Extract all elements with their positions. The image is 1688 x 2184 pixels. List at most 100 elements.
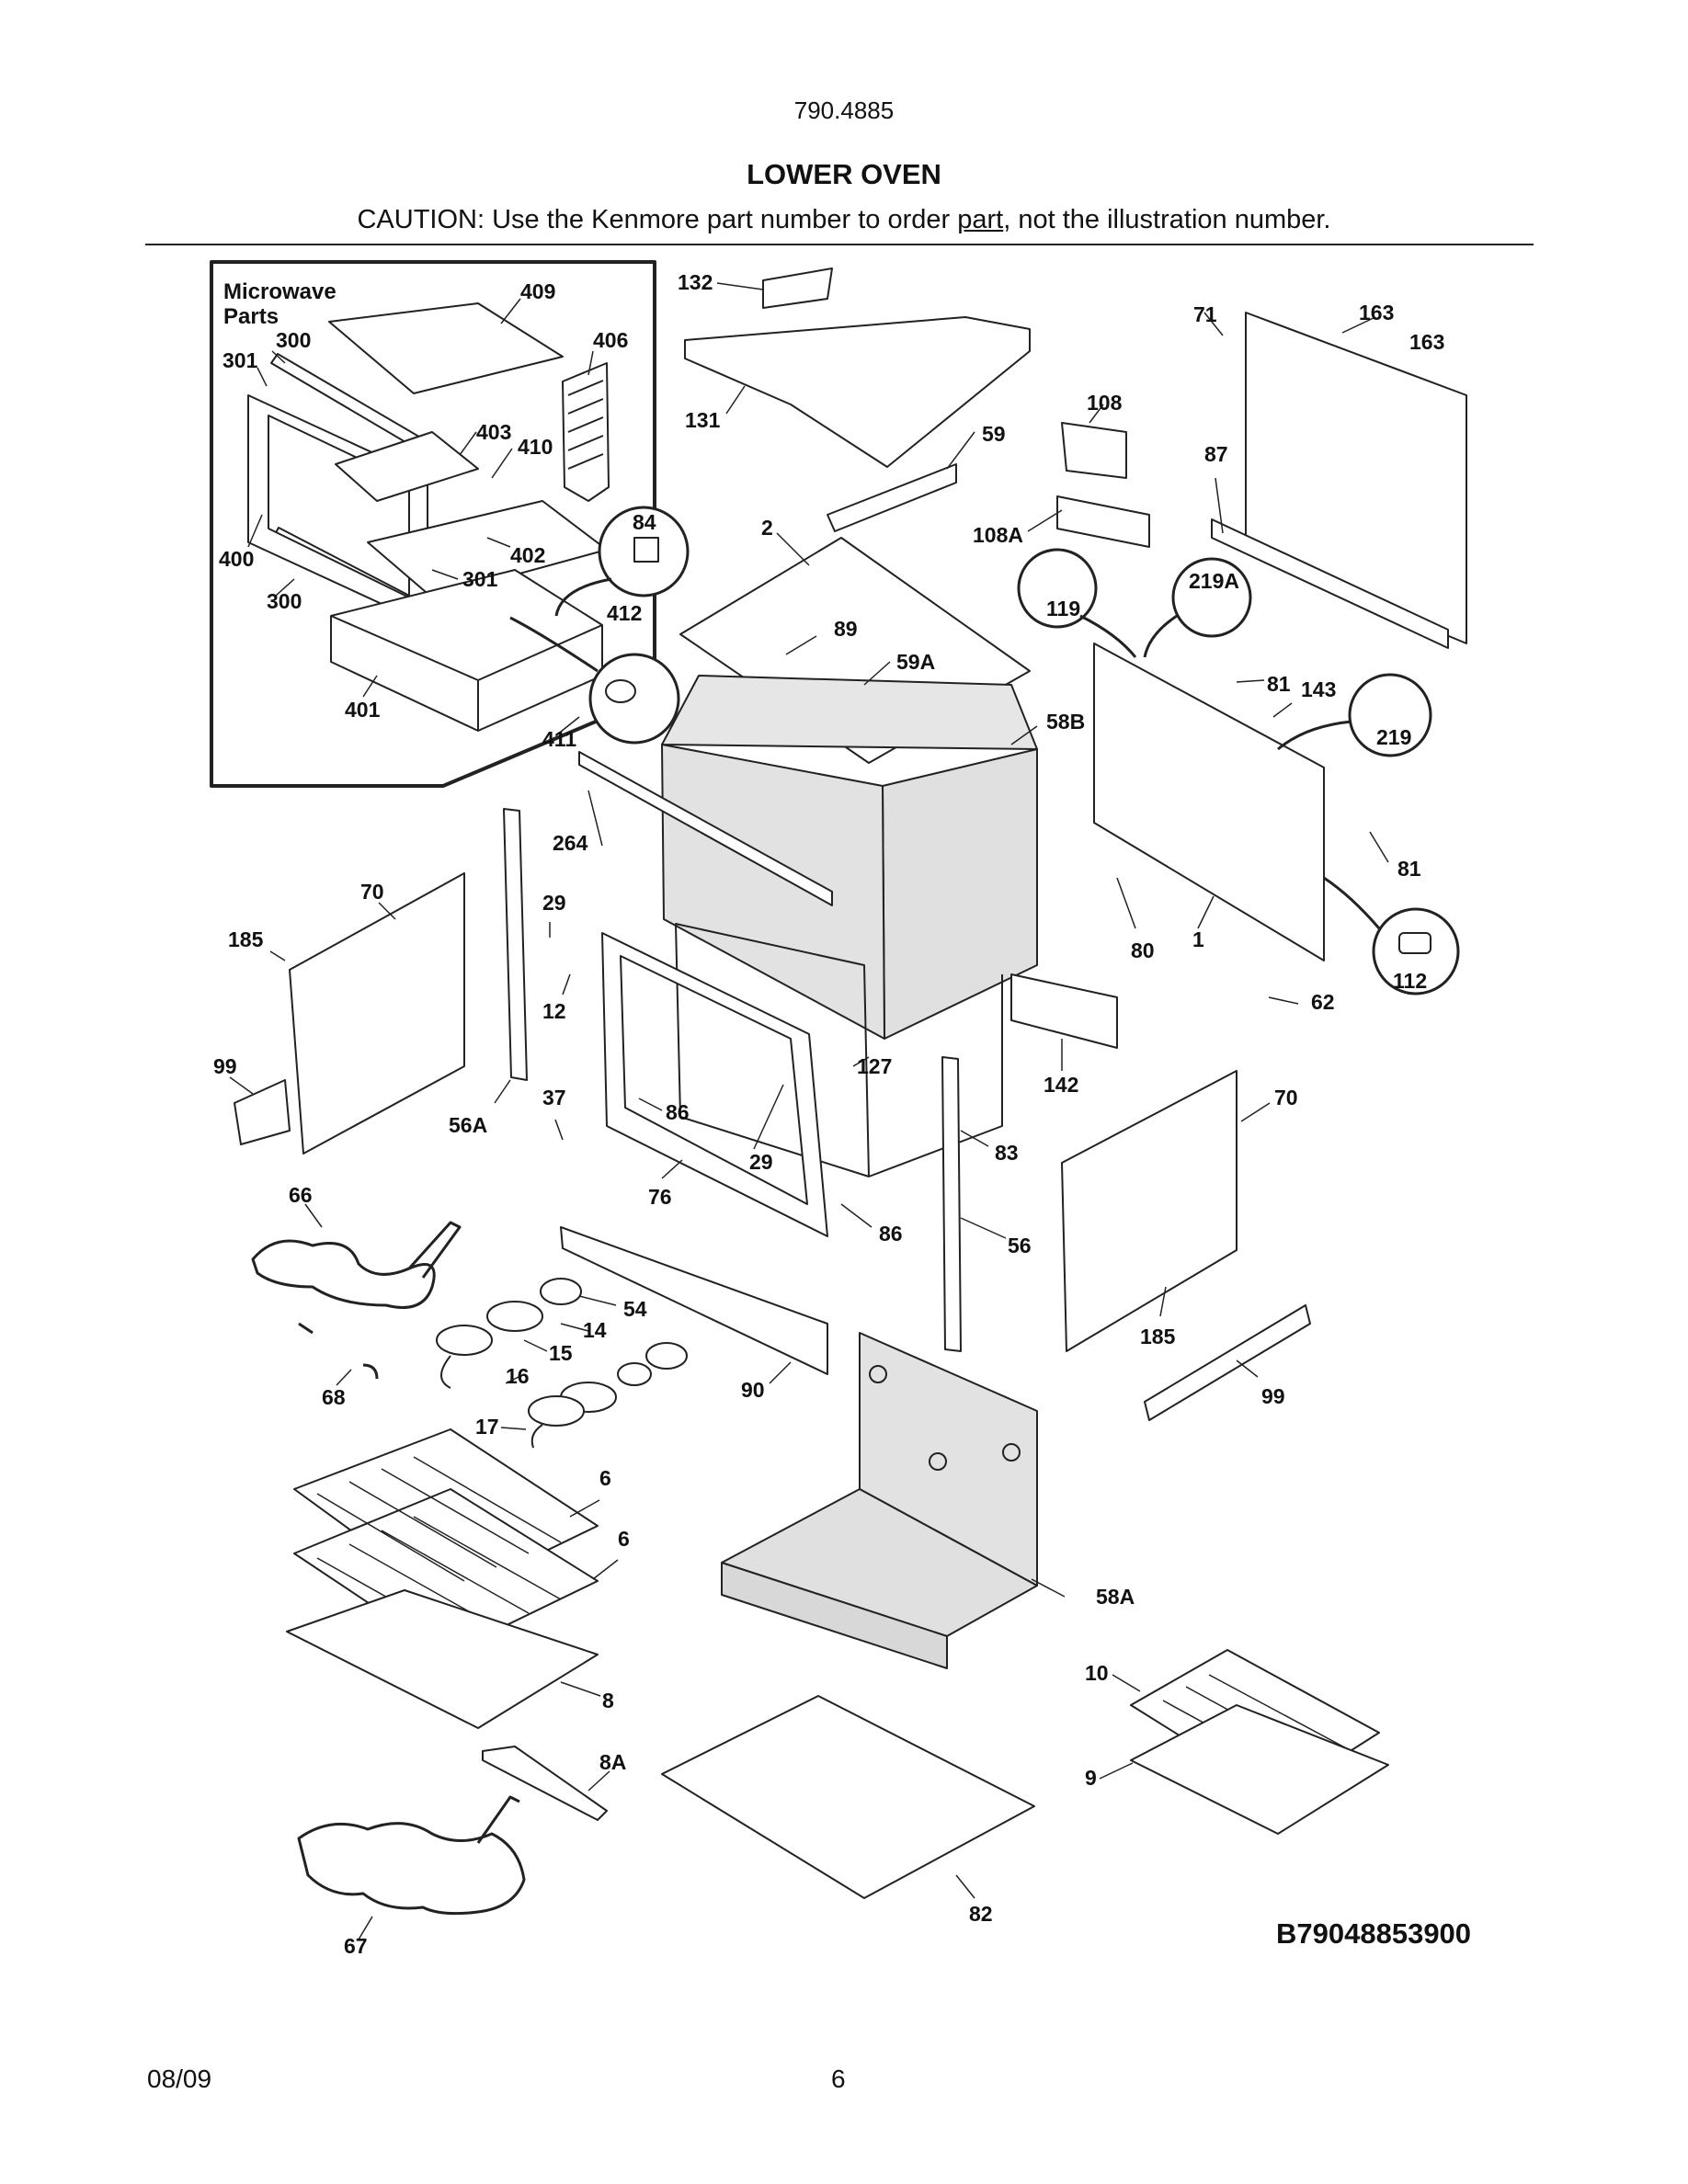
callout-300-top: 300 <box>276 328 311 352</box>
callout-70-right: 70 <box>1274 1086 1298 1109</box>
callout-54: 54 <box>623 1297 647 1321</box>
caution-note: CAUTION: Use the Kenmore part number to … <box>0 205 1688 235</box>
callout-37: 37 <box>542 1086 566 1109</box>
section-title: LOWER OVEN <box>747 158 941 190</box>
detail-circle-119 <box>1017 548 1098 629</box>
callout-264: 264 <box>553 831 588 855</box>
callout-108A: 108A <box>973 523 1023 547</box>
callout-9: 9 <box>1085 1766 1097 1790</box>
part-108-fan <box>1061 422 1127 479</box>
callout-83: 83 <box>995 1141 1019 1165</box>
microwave-inset-frame <box>210 260 656 788</box>
callout-70-left: 70 <box>360 880 384 904</box>
callout-8A: 8A <box>599 1750 626 1774</box>
callout-127: 127 <box>857 1054 892 1078</box>
callout-410: 410 <box>518 435 553 459</box>
callout-163-top: 163 <box>1359 301 1394 324</box>
part-56-rail <box>941 1056 962 1352</box>
callout-163-right: 163 <box>1409 330 1444 354</box>
callout-411: 411 <box>542 727 576 751</box>
part-58B-insulation <box>661 675 1038 1040</box>
callout-6-top: 6 <box>599 1466 611 1490</box>
callout-185-right: 185 <box>1140 1325 1176 1348</box>
callout-89: 89 <box>834 617 858 641</box>
part-76-door-frame <box>601 932 828 1237</box>
callout-99-right: 99 <box>1261 1384 1285 1408</box>
callout-219A: 219A <box>1189 569 1239 593</box>
callout-301-bottom: 301 <box>462 567 498 591</box>
callout-84: 84 <box>633 510 656 534</box>
callout-87: 87 <box>1204 442 1228 466</box>
part-409-panel <box>328 302 564 394</box>
callout-185-left: 185 <box>228 927 264 951</box>
callout-402: 402 <box>510 543 545 567</box>
callout-108: 108 <box>1087 391 1123 415</box>
callout-12: 12 <box>542 999 566 1023</box>
callout-62: 62 <box>1311 990 1335 1014</box>
callout-8: 8 <box>602 1689 614 1712</box>
callout-58B: 58B <box>1046 710 1085 734</box>
callout-56A: 56A <box>449 1113 487 1137</box>
callout-15: 15 <box>549 1341 573 1365</box>
part-99-right-slide <box>1144 1304 1311 1421</box>
caution-suffix: , not the illustration number. <box>1003 205 1331 234</box>
callout-401: 401 <box>345 698 381 722</box>
footer-date: 08/09 <box>147 2065 212 2093</box>
lamp-assemblies <box>436 1278 688 1449</box>
callout-16: 16 <box>506 1364 530 1388</box>
part-56A-rail <box>503 808 528 1081</box>
callout-90: 90 <box>741 1378 765 1402</box>
callout-99-left: 99 <box>213 1054 237 1078</box>
callout-300-bottom: 300 <box>267 589 302 613</box>
oven-cavity <box>675 923 1003 1177</box>
callout-68: 68 <box>322 1385 346 1409</box>
callout-2: 2 <box>761 516 773 540</box>
callout-67: 67 <box>344 1934 368 1958</box>
callout-301-top: 301 <box>222 348 258 372</box>
footer-page-number: 6 <box>831 2065 846 2093</box>
part-87-rail <box>1211 518 1449 649</box>
callout-29-bottom: 29 <box>749 1150 773 1174</box>
callout-86-top: 86 <box>666 1100 690 1124</box>
part-68-clip <box>298 1322 379 1380</box>
callout-400: 400 <box>219 547 254 571</box>
callout-71: 71 <box>1193 302 1217 326</box>
callout-143: 143 <box>1301 677 1336 701</box>
part-59-duct <box>827 463 957 532</box>
callout-80: 80 <box>1131 938 1155 962</box>
part-58A-insulation <box>721 1332 1038 1669</box>
callout-10: 10 <box>1085 1661 1109 1685</box>
part-70-right-panel <box>1061 1070 1237 1352</box>
inset-label-parts: Parts <box>223 304 279 329</box>
part-8A-bracket <box>482 1746 608 1821</box>
callout-59A: 59A <box>896 650 935 674</box>
model-number: 790.4885 <box>793 97 895 124</box>
callout-119: 119 <box>1046 597 1080 620</box>
part-70-left-panel <box>289 872 465 1155</box>
callout-219: 219 <box>1376 725 1411 749</box>
callout-131: 131 <box>685 408 721 432</box>
part-264-trim <box>578 751 833 906</box>
part-82-bottom-plate <box>661 1695 1035 1899</box>
part-1-back-panel <box>1093 643 1325 961</box>
caution-prefix: CAUTION: Use the Kenmore part number to … <box>357 205 958 234</box>
part-8-tray <box>286 1589 599 1729</box>
callout-58A: 58A <box>1096 1585 1135 1609</box>
callout-142: 142 <box>1044 1073 1078 1097</box>
callout-66: 66 <box>289 1183 313 1207</box>
callout-76: 76 <box>648 1185 672 1209</box>
callout-403: 403 <box>476 420 511 444</box>
part-403-410-bracket <box>335 431 479 502</box>
part-131-panel <box>684 316 1031 468</box>
callout-56: 56 <box>1008 1234 1032 1257</box>
callout-86-bottom: 86 <box>879 1222 903 1246</box>
part-99-left-slide <box>234 1079 291 1145</box>
callout-14: 14 <box>583 1318 607 1342</box>
part-108A-bracket <box>1056 495 1150 548</box>
callout-132: 132 <box>678 270 713 294</box>
callout-409: 409 <box>520 279 555 303</box>
callout-82: 82 <box>969 1902 993 1926</box>
callout-6-bottom: 6 <box>618 1527 630 1551</box>
callout-81-bottom: 81 <box>1397 857 1421 881</box>
part-406-grille <box>562 362 610 502</box>
